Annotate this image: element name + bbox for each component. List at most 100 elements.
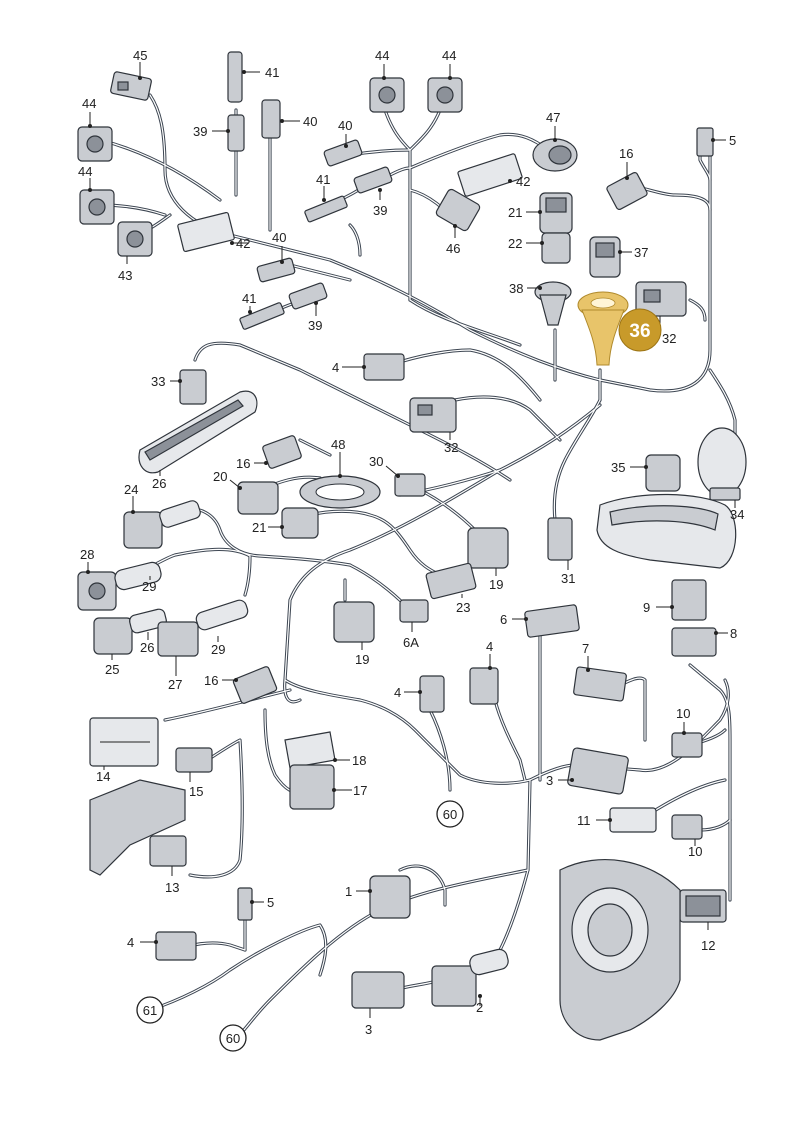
wire-core [699,819,731,831]
connector-6A [399,599,429,623]
label-23: 23 [456,594,470,615]
label-32-b: 32 [444,432,458,455]
highlight-badge-36[interactable]: 36 [618,308,662,352]
connector-10-a [671,732,703,758]
label-21-a: 21 [508,205,542,220]
label-26-b: 26 [140,632,154,655]
svg-text:13: 13 [165,880,179,895]
connector-32-b [409,397,457,433]
connector-32-a [635,281,687,317]
grommet-34 [697,427,747,501]
connector-44-c [369,77,405,113]
wire [308,509,442,577]
grommet-38 [534,281,572,326]
label-8: 8 [714,626,737,641]
connector-4-d [155,931,197,961]
connector-6 [524,604,580,638]
svg-text:44: 44 [82,96,96,111]
svg-text:23: 23 [456,600,470,615]
svg-text:19: 19 [489,577,503,592]
wire-core [699,139,711,181]
svg-text:29: 29 [211,642,225,657]
label-39-c: 39 [308,301,322,333]
wire-core [194,342,511,481]
callout-60-a: 60 [436,800,464,828]
svg-text:37: 37 [634,245,648,260]
svg-text:6: 6 [500,612,507,627]
wire-core [389,349,541,401]
wire-core [689,299,706,321]
label-29-a: 29 [142,576,156,594]
svg-text:28: 28 [80,547,94,562]
wire-core [289,264,351,281]
label-38: 38 [509,281,542,296]
connector-41-b [304,195,348,223]
connector-13 [149,835,187,867]
label-42-b: 42 [508,174,530,189]
connector-25 [93,608,167,655]
svg-text:35: 35 [611,460,625,475]
wire-core [499,779,531,951]
wire-core [409,109,441,151]
svg-text:4: 4 [332,360,339,375]
label-1: 1 [345,884,372,899]
svg-text:45: 45 [133,48,147,63]
label-11: 11 [577,813,612,828]
connector-24 [123,500,201,549]
svg-text:11: 11 [577,813,591,828]
svg-text:16: 16 [204,673,218,688]
connector-44-a [77,126,113,162]
svg-text:4: 4 [486,639,493,654]
svg-text:6A: 6A [403,635,419,650]
bracket [89,779,186,876]
svg-text:26: 26 [140,640,154,655]
svg-text:44: 44 [78,164,92,179]
svg-text:15: 15 [189,784,203,799]
wire [383,108,412,302]
label-16-a: 16 [619,146,633,180]
wire-core [149,924,327,1011]
label-19-a: 19 [489,568,503,592]
connector-16-b [262,435,302,469]
label-24: 24 [124,482,138,514]
part-labels: 45 41 44 44 43 39 40 42 44 44 40 41 39 4… [78,48,744,1037]
svg-text:41: 41 [242,291,256,306]
svg-text:33: 33 [151,374,165,389]
connector-2 [431,948,509,1007]
connector-43 [117,221,153,257]
svg-text:17: 17 [353,783,367,798]
connector-16-c [232,666,278,704]
svg-text:32: 32 [662,331,676,346]
wire [408,108,442,152]
wire-core [384,109,411,301]
label-4-c: 4 [486,639,493,670]
label-31: 31 [561,560,575,586]
connector-41-c [239,302,285,330]
harness-wires [98,93,737,1042]
svg-text:21: 21 [508,205,522,220]
label-5-a: 5 [711,133,736,148]
label-48: 48 [331,437,345,478]
svg-text:60: 60 [443,807,457,822]
label-27: 27 [168,656,182,692]
wire-core [399,865,446,906]
svg-text:20: 20 [213,469,227,484]
wire [418,488,477,532]
connector-8 [671,627,717,657]
connector-39-a [227,114,245,152]
connector-28 [77,561,162,611]
svg-text:30: 30 [369,454,383,469]
svg-text:14: 14 [96,769,110,784]
label-40-c: 40 [272,230,286,264]
connector-21-b [281,507,319,539]
label-30: 30 [369,454,400,478]
label-6: 6 [500,612,528,627]
label-6A: 6A [403,622,419,650]
label-47: 47 [546,110,560,142]
connector-16-a [606,171,648,211]
speaker-housing [559,859,681,1041]
connector-9 [671,579,707,621]
svg-text:10: 10 [676,706,690,721]
wire-core [284,469,501,703]
grommet-48 [299,475,381,509]
